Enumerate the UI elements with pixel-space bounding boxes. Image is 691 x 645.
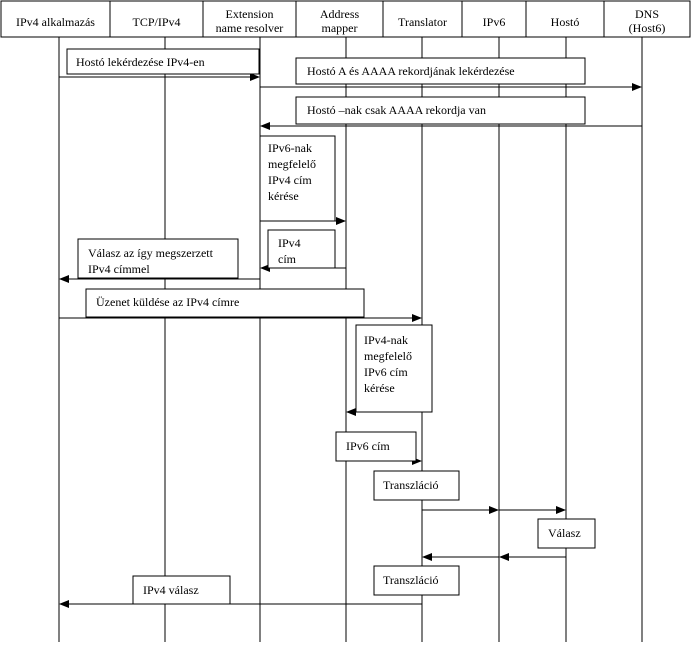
participant-dns-host6: DNS(Host6) xyxy=(603,0,691,38)
participant-ipv6: IPv6 xyxy=(461,0,527,38)
participant-label: IPv6 xyxy=(483,15,506,29)
message-label-m2: Hostó A és AAAA rekordjának lekérdezése xyxy=(295,57,586,85)
label-box xyxy=(373,470,460,501)
participant-translator: Translator xyxy=(382,0,463,38)
message-label-m12: Transzláció xyxy=(373,565,460,596)
label-box xyxy=(132,575,231,605)
participant-box xyxy=(603,0,691,38)
message-text: megfelelő xyxy=(364,349,412,363)
message-text: kérése xyxy=(268,189,299,203)
message-text: Transzláció xyxy=(383,478,439,492)
message-text: IPv6 cím xyxy=(346,439,390,453)
participant-label: TCP/IPv4 xyxy=(132,15,180,29)
message-text: Hostó A és AAAA rekordjának lekérdezése xyxy=(307,64,515,78)
participant-box xyxy=(0,0,111,38)
participant-label: mapper xyxy=(322,21,358,35)
participant-ipv4-app: IPv4 alkalmazás xyxy=(0,0,111,38)
participant-label: Extension xyxy=(226,7,274,21)
label-box xyxy=(335,431,417,462)
message-label-m13: IPv4 válasz xyxy=(132,575,231,605)
label-box xyxy=(537,518,596,549)
message-text: kérése xyxy=(364,381,395,395)
label-box xyxy=(85,288,365,318)
participant-label: name resolver xyxy=(216,21,284,35)
message-text: Válasz xyxy=(548,526,581,540)
label-box xyxy=(295,57,586,85)
participant-label: Translator xyxy=(398,15,447,29)
message-label-m5: IPv4 cím xyxy=(267,229,336,269)
participant-tcp-ipv4: TCP/IPv4 xyxy=(109,0,204,38)
message-label-m11: Válasz xyxy=(537,518,596,549)
participant-label: (Host6) xyxy=(629,21,666,35)
message-text: megfelelő xyxy=(268,157,316,171)
message-label-m7: Üzenet küldése az IPv4 címre xyxy=(85,288,365,318)
participant-label: DNS xyxy=(635,7,659,21)
label-box xyxy=(295,96,586,125)
participant-host6: Hostó xyxy=(525,0,605,38)
message-label-m9: IPv6 cím xyxy=(335,431,417,462)
message-text: IPv4-nak xyxy=(364,333,408,347)
message-label-m1: Hostó lekérdezése IPv4-en xyxy=(66,48,260,75)
label-box xyxy=(267,229,336,269)
label-box xyxy=(373,565,460,596)
label-box xyxy=(66,48,260,75)
participant-label: IPv4 alkalmazás xyxy=(16,15,95,29)
message-text: Hostó –nak csak AAAA rekordja van xyxy=(307,103,486,117)
label-box xyxy=(355,324,433,413)
message-label-m10: Transzláció xyxy=(373,470,460,501)
message-text: IPv4 xyxy=(278,236,301,250)
participant-box xyxy=(461,0,527,38)
label-box xyxy=(259,135,336,222)
label-box xyxy=(77,238,239,279)
message-label-m3: Hostó –nak csak AAAA rekordja van xyxy=(295,96,586,125)
participant-label: Address xyxy=(320,7,360,21)
message-text: Üzenet küldése az IPv4 címre xyxy=(96,295,239,309)
message-text: Transzláció xyxy=(383,573,439,587)
message-text: IPv6 cím xyxy=(364,365,408,379)
participant-label: Hostó xyxy=(551,15,580,29)
message-text: IPv4 cím xyxy=(268,173,312,187)
message-text: cím xyxy=(278,252,297,266)
message-text: IPv6-nak xyxy=(268,141,312,155)
message-text: Hostó lekérdezése IPv4-en xyxy=(76,55,205,69)
participant-box xyxy=(109,0,204,38)
message-text: IPv4 válasz xyxy=(143,583,199,597)
participant-box xyxy=(525,0,605,38)
message-text: IPv4 címmel xyxy=(88,262,150,276)
message-text: Válasz az így megszerzett xyxy=(88,246,214,260)
